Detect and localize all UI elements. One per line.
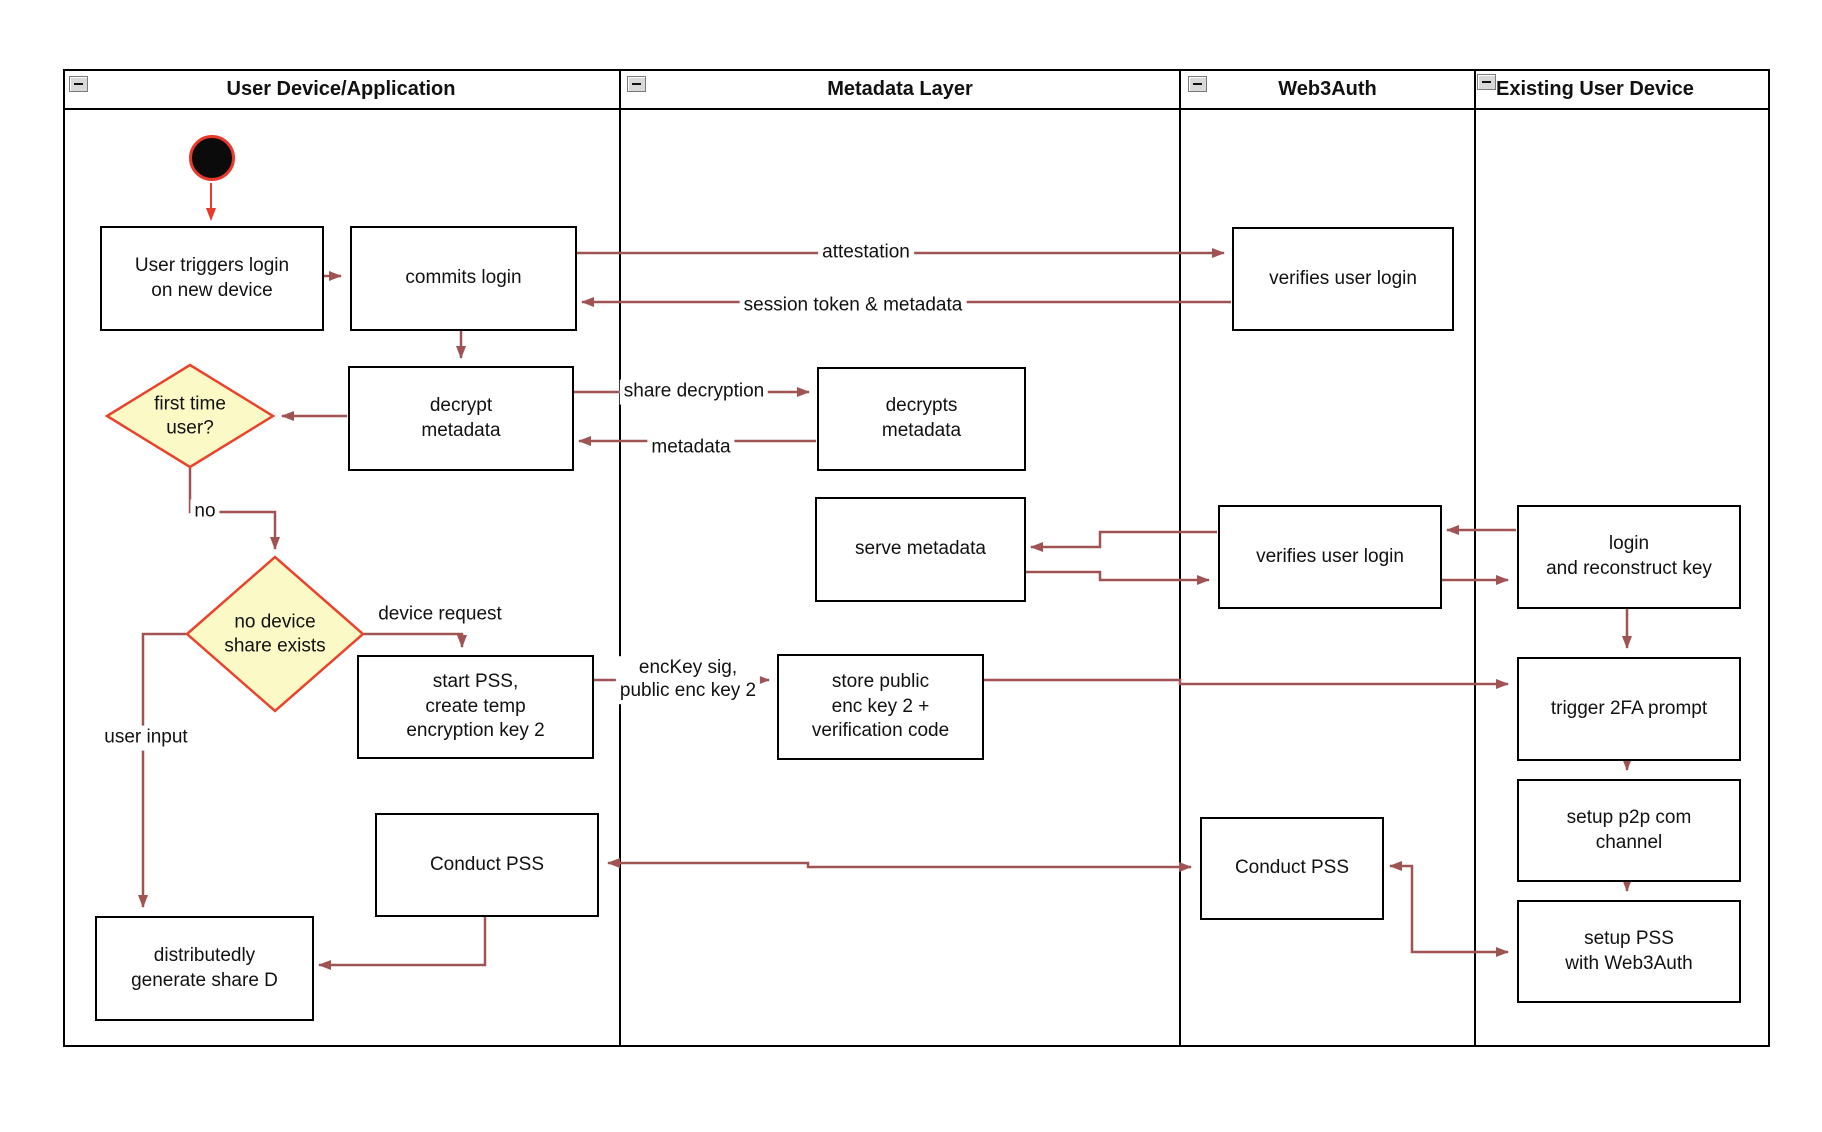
edge-label-share-decryption: share decryption [619, 379, 769, 405]
edge-label-user-input: user input [100, 725, 192, 751]
lane-divider-3 [1474, 69, 1476, 1047]
node-decrypts-metadata: decrypts metadata [817, 367, 1026, 471]
edge-label-no: no [190, 499, 220, 525]
node-start-pss: start PSS, create temp encryption key 2 [357, 655, 594, 759]
node-conduct-pss-user: Conduct PSS [375, 813, 599, 917]
lane-header-metadata-layer: Metadata Layer [827, 77, 973, 100]
decision-no-device-share-label: no device share exists [224, 611, 326, 656]
node-login-reconstruct-key: login and reconstruct key [1517, 505, 1741, 609]
node-trigger-2fa-prompt: trigger 2FA prompt [1517, 657, 1741, 761]
edge-label-device-request: device request [374, 602, 506, 628]
collapse-icon[interactable] [1477, 74, 1496, 90]
edge-label-attestation: attestation [818, 240, 914, 266]
node-setup-p2p-channel: setup p2p com channel [1517, 779, 1741, 882]
header-separator [63, 108, 1770, 110]
lane-header-existing-user-device: Existing User Device [1496, 77, 1694, 100]
node-serve-metadata: serve metadata [815, 497, 1026, 602]
edge-label-metadata: metadata [647, 435, 735, 461]
edge-label-enckey-sig: encKey sig, public enc key 2 [615, 656, 761, 704]
lane-header-web3auth: Web3Auth [1278, 77, 1377, 100]
node-verifies-user-login-mid: verifies user login [1218, 505, 1442, 609]
node-conduct-pss-web3auth: Conduct PSS [1200, 817, 1384, 920]
start-node [189, 135, 235, 181]
node-store-public-enc-key: store public enc key 2 + verification co… [777, 654, 984, 760]
lane-header-user-device: User Device/Application [226, 77, 456, 100]
lane-divider-2 [1179, 69, 1181, 1047]
node-commits-login: commits login [350, 226, 577, 331]
node-verifies-user-login-top: verifies user login [1232, 227, 1454, 331]
collapse-icon[interactable] [1188, 76, 1207, 92]
collapse-icon[interactable] [627, 76, 646, 92]
edge-label-session-token: session token & metadata [739, 293, 967, 319]
node-decrypt-metadata: decrypt metadata [348, 366, 574, 471]
decision-first-time-user-label: first time user? [154, 393, 226, 438]
lane-divider-1 [619, 69, 621, 1047]
node-setup-pss-web3auth: setup PSS with Web3Auth [1517, 900, 1741, 1003]
node-user-triggers-login: User triggers login on new device [100, 226, 324, 331]
collapse-icon[interactable] [69, 76, 88, 92]
node-distributedly-generate-share: distributedly generate share D [95, 916, 314, 1021]
